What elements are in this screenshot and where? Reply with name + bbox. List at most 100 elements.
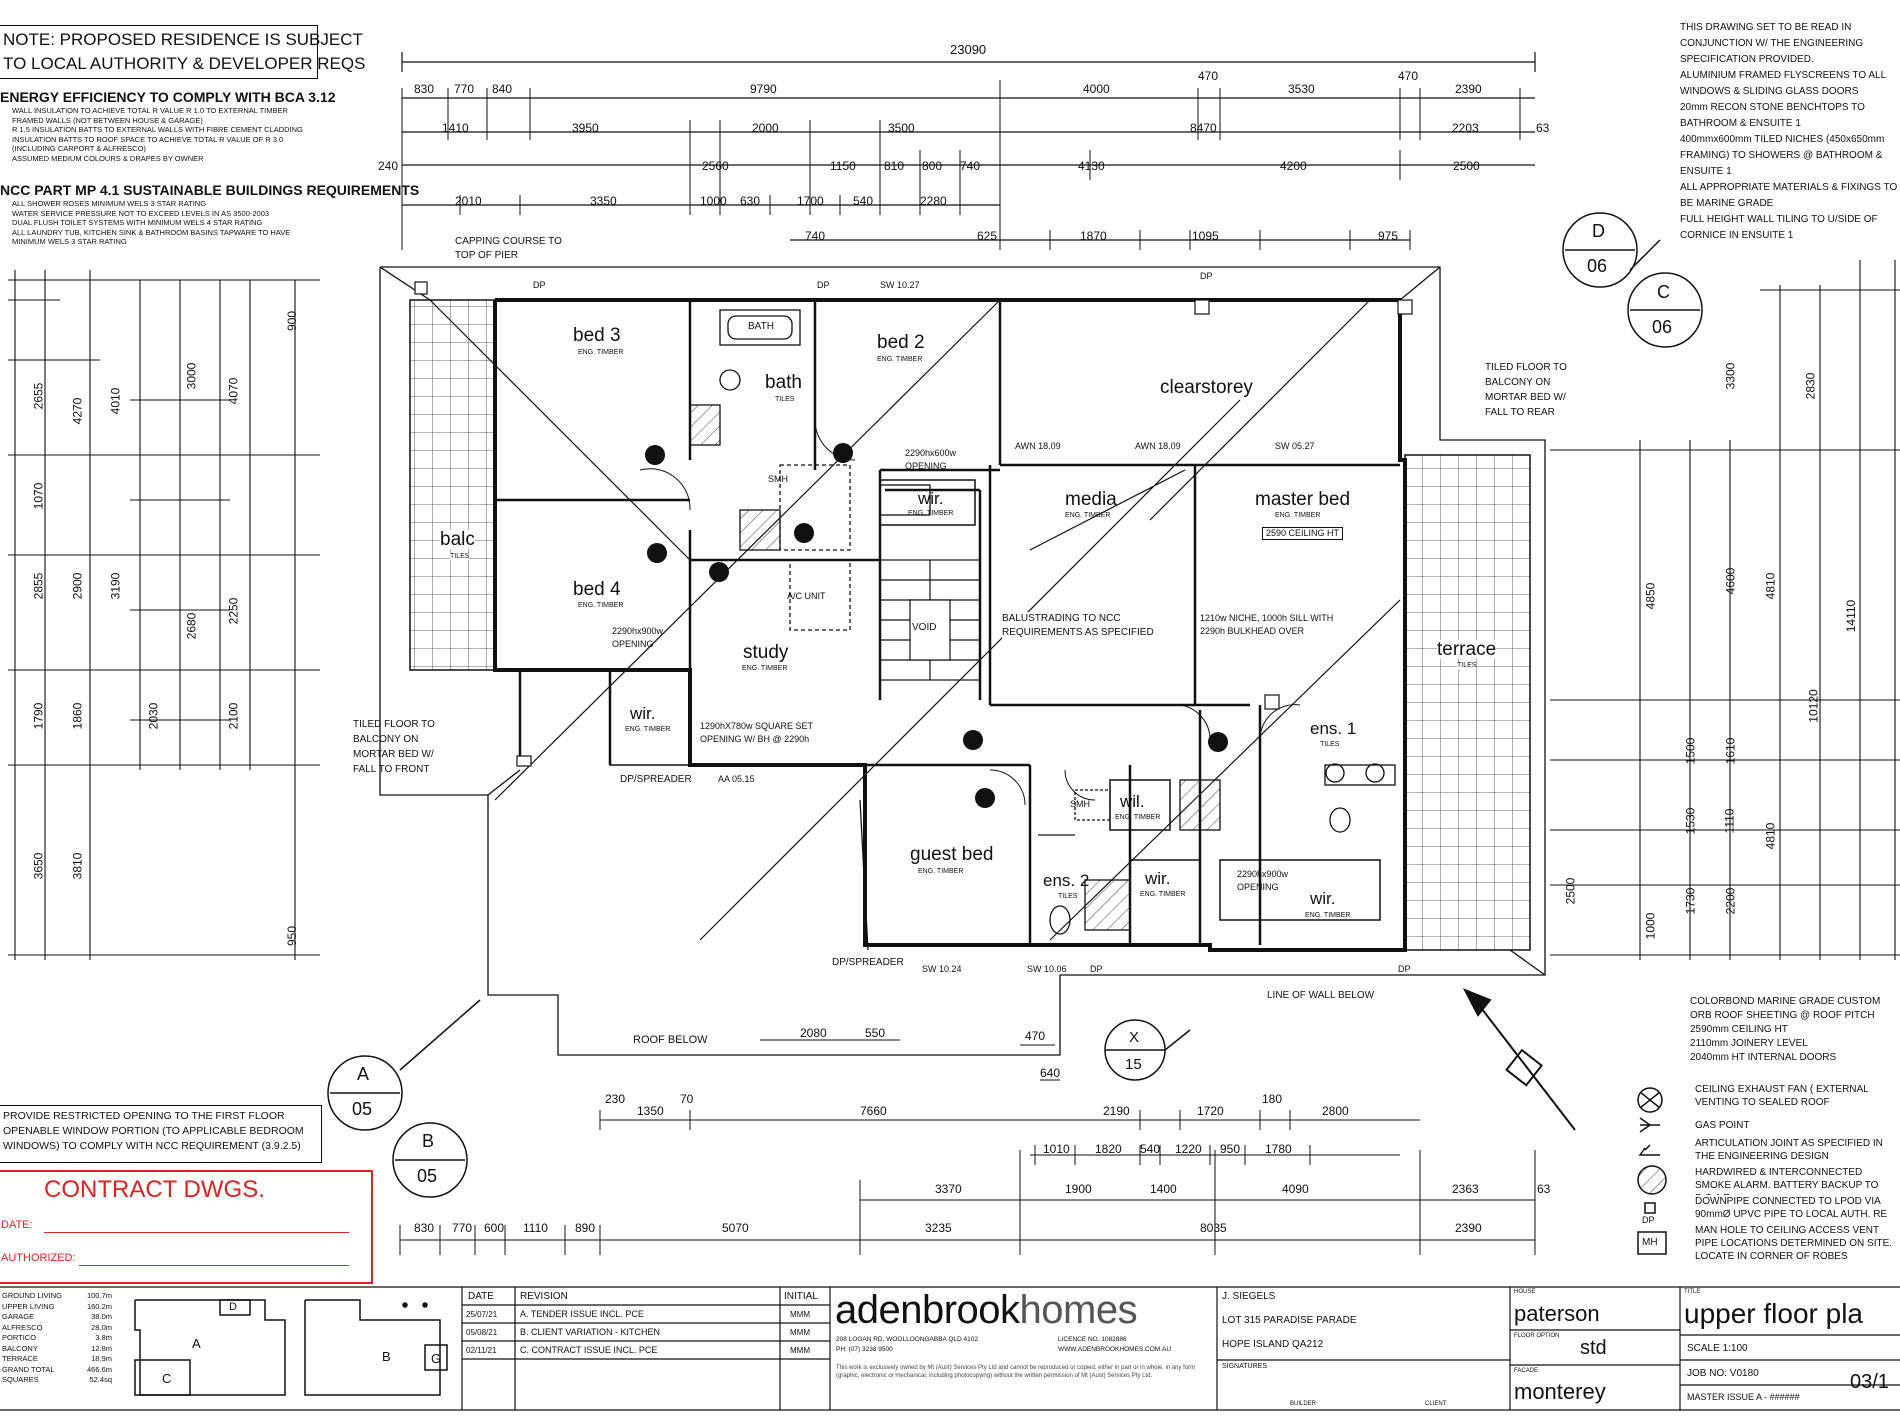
dim: 4600 (1723, 567, 1738, 595)
awn-label-1: AWN 18.09 (1015, 441, 1061, 451)
smh-label-1: SMH (768, 474, 788, 484)
dim: 1870 (1080, 229, 1107, 243)
dim: 63 (1536, 121, 1550, 135)
terrace-tiles (1404, 454, 1531, 951)
date-line[interactable] (44, 1232, 349, 1233)
left-dims: 4270 4010 2655 3000 4070 1070 2855 2900 … (0, 0, 320, 1000)
legend-text: CEILING EXHAUST FAN ( EXTERNAL VENTING T… (1695, 1084, 1869, 1108)
dim: 2830 (1803, 372, 1818, 400)
downpipe-icon (1644, 1202, 1656, 1214)
sw-label-1: SW 10.27 (880, 280, 920, 290)
room-media-floor: ENG. TIMBER (1065, 512, 1111, 519)
dim: 2030 (146, 702, 161, 730)
energy-item: FRAMED WALLS (NOT BETWEEN HOUSE & GARAGE… (12, 115, 203, 125)
dim: 1150 (830, 159, 856, 173)
rev-initial: MMM (790, 1310, 810, 1319)
general-note: ALUMINIUM FRAMED FLYSCREENS TO ALL WINDO… (1680, 70, 1886, 97)
room-guest-floor: ENG. TIMBER (918, 868, 964, 875)
tiled-front-note: TILED FLOOR TO BALCONY ON MORTAR BED W/ … (353, 719, 435, 775)
right-dimension-lines (1550, 260, 1900, 960)
developer-note-box: NOTE: PROPOSED RESIDENCE IS SUBJECT TO L… (0, 25, 365, 79)
dim: 10120 (1806, 689, 1821, 723)
dim: 1790 (31, 702, 46, 730)
contract-title: CONTRACT DWGS. (44, 1176, 265, 1203)
dim: 640 (1040, 1066, 1061, 1080)
dim: 470 (1398, 69, 1419, 83)
sw-label-3: SW 10.24 (922, 964, 962, 974)
dim: 3810 (70, 852, 85, 880)
dim: 2680 (184, 612, 199, 640)
rev-date: 05/08/21 (466, 1328, 498, 1337)
company-phone: PH: (07) 3238 9500 (836, 1346, 893, 1353)
dim: 2250 (226, 597, 241, 625)
stair-void (879, 559, 981, 681)
dim: 1700 (797, 194, 824, 208)
dim: 3650 (31, 852, 46, 880)
ncc-item: WATER SERVICE PRESSURE NOT TO EXCEED LEV… (12, 208, 270, 218)
dim: 4010 (108, 387, 123, 415)
dim: 2655 (31, 382, 46, 410)
energy-heading: ENERGY EFFICIENCY TO COMPLY WITH BCA 3.1… (0, 89, 336, 105)
room-bed3: bed 3 (573, 325, 621, 346)
house-name: paterson (1514, 1301, 1600, 1326)
brand-name-b: homes (1019, 1288, 1138, 1332)
ncc-item: MINIMUM WELS 3 STAR RATING (12, 237, 127, 246)
authorized-line[interactable] (79, 1265, 349, 1266)
company-web: WWW.ADENBROOKHOMES.COM.AU (1058, 1346, 1172, 1353)
legend-text: DOWNPIPE CONNECTED TO LPOD VIA 90mmØ UPV… (1695, 1196, 1888, 1220)
dim: 8035 (1200, 1221, 1227, 1235)
dim: 4130 (1078, 159, 1105, 173)
dim: 1110 (523, 1221, 548, 1235)
capping-note: CAPPING COURSE TO TOP OF PIER (455, 236, 562, 261)
key-plan-c: C (162, 1371, 172, 1386)
builder-signature-label: BUILDER (1290, 1401, 1317, 1407)
dim: 3190 (108, 572, 123, 600)
dp-markers (414, 281, 1413, 767)
left-dimension-lines (8, 270, 320, 960)
niche-note: 1210w NICHE, 1000h SILL WITH 2290h BULKH… (1200, 612, 1360, 638)
key-plan-b: B (382, 1349, 391, 1364)
dim: 1000 (1643, 912, 1658, 940)
room-master-bed: master bed (1255, 489, 1351, 510)
sw-label-4: SW 10.06 (1027, 964, 1067, 974)
general-note: ALL APPROPRIATE MATERIALS & FIXINGS TO B… (1680, 182, 1898, 209)
room-balc-floor: TILES (450, 553, 470, 560)
smh-label-2: SMH (1070, 799, 1090, 809)
dim: 230 (605, 1092, 626, 1106)
title-label: TITLE (1684, 1289, 1701, 1295)
dim-overall-width: 23090 (950, 42, 987, 57)
signatures-label: SIGNATURES (1222, 1363, 1267, 1370)
section-marker-d-letter: D (1592, 221, 1605, 241)
legend-text: MAN HOLE TO CEILING ACCESS VENT PIPE LOC… (1695, 1225, 1893, 1262)
dp-spreader-label: DP/SPREADER (620, 774, 692, 785)
room-wir-master-floor: ENG. TIMBER (1305, 912, 1351, 919)
house-label: HOUSE (1514, 1289, 1536, 1295)
balustrade-note: BALUSTRADING TO NCC REQUIREMENTS AS SPEC… (1002, 612, 1172, 640)
dim: 1410 (442, 121, 469, 135)
dim: 1070 (31, 482, 46, 510)
dim: 2000 (752, 121, 779, 135)
room-wir-bed4-floor: ENG. TIMBER (625, 726, 671, 733)
dim: 810 (884, 159, 905, 173)
roof-note: 2590mm CEILING HT (1690, 1024, 1788, 1035)
dim: 550 (865, 1026, 886, 1040)
rev-date: 25/07/21 (466, 1310, 498, 1319)
dim: 7660 (860, 1104, 887, 1118)
rev-initial: MMM (790, 1328, 810, 1337)
room-ens1: ens. 1 (1310, 719, 1357, 738)
room-bath-floor: TILES (775, 396, 795, 403)
room-clearstorey: clearstorey (1160, 377, 1253, 398)
dim: 4810 (1763, 822, 1778, 850)
dim: 3350 (590, 194, 617, 208)
dim: 740 (960, 159, 981, 173)
dim: 900 (285, 310, 300, 332)
dim: 540 (1140, 1142, 1161, 1156)
right-dims: 3300 2830 4850 4600 4810 10120 14110 150… (1560, 0, 1900, 1000)
section-marker-d-sheet: 06 (1587, 256, 1608, 276)
master-opening-note: 2290hx900w OPENING (1237, 869, 1289, 892)
title-block-lines (0, 1286, 1900, 1411)
